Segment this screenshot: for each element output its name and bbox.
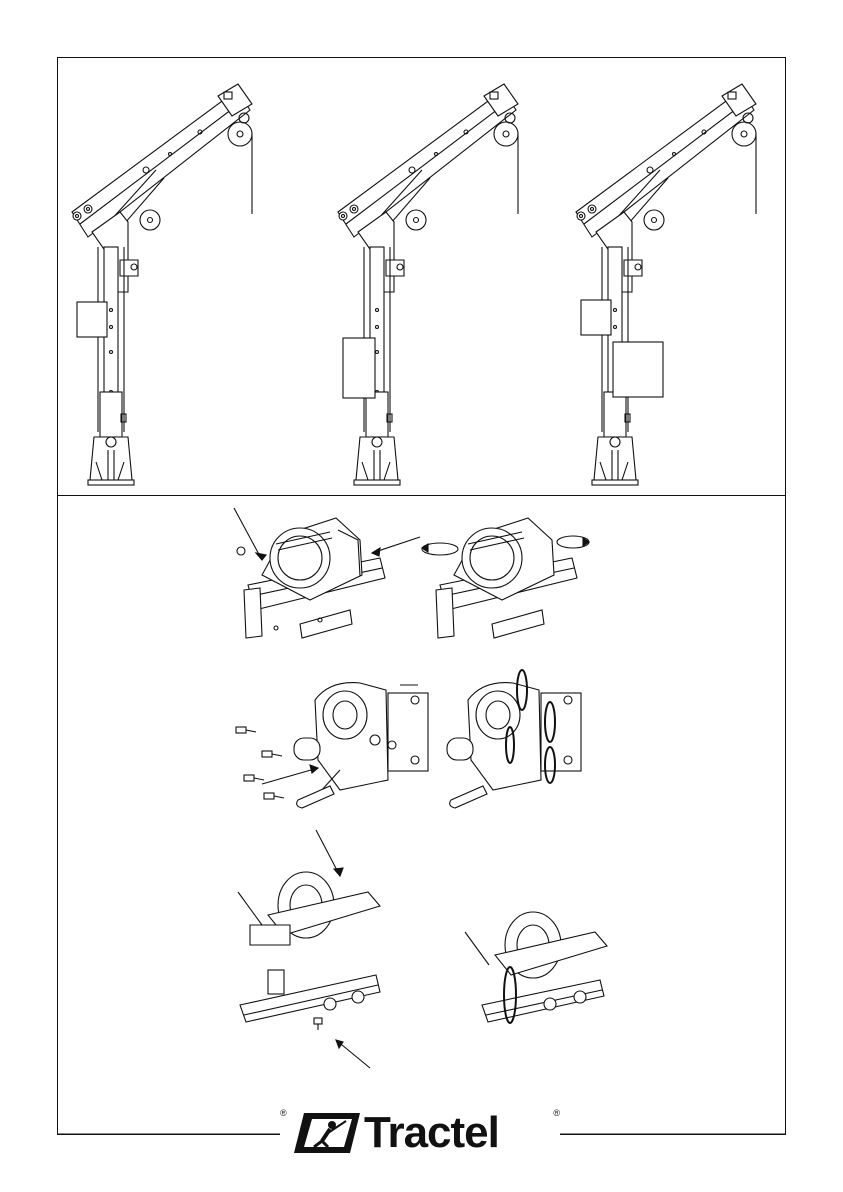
winch-bolts-figure-left bbox=[236, 683, 428, 808]
winch-bracket-figure-right bbox=[465, 912, 607, 1023]
davit-figure-1 bbox=[72, 84, 252, 485]
brand-wordmark: Tractel bbox=[364, 1111, 499, 1155]
registered-mark-left: ® bbox=[280, 1108, 287, 1118]
winch-bracket-figure-left bbox=[238, 830, 380, 1068]
davit-figure-3 bbox=[576, 84, 756, 485]
winch-cover-figure-right bbox=[422, 518, 589, 638]
brand-logo: ® Tractel ® bbox=[280, 1106, 560, 1160]
winch-bolts-figure-right bbox=[447, 670, 581, 808]
registered-mark-right: ® bbox=[553, 1108, 560, 1118]
worker-pulling-icon bbox=[294, 1113, 360, 1153]
winch-cover-figure-left bbox=[234, 508, 420, 638]
davit-figure-2 bbox=[338, 84, 518, 485]
